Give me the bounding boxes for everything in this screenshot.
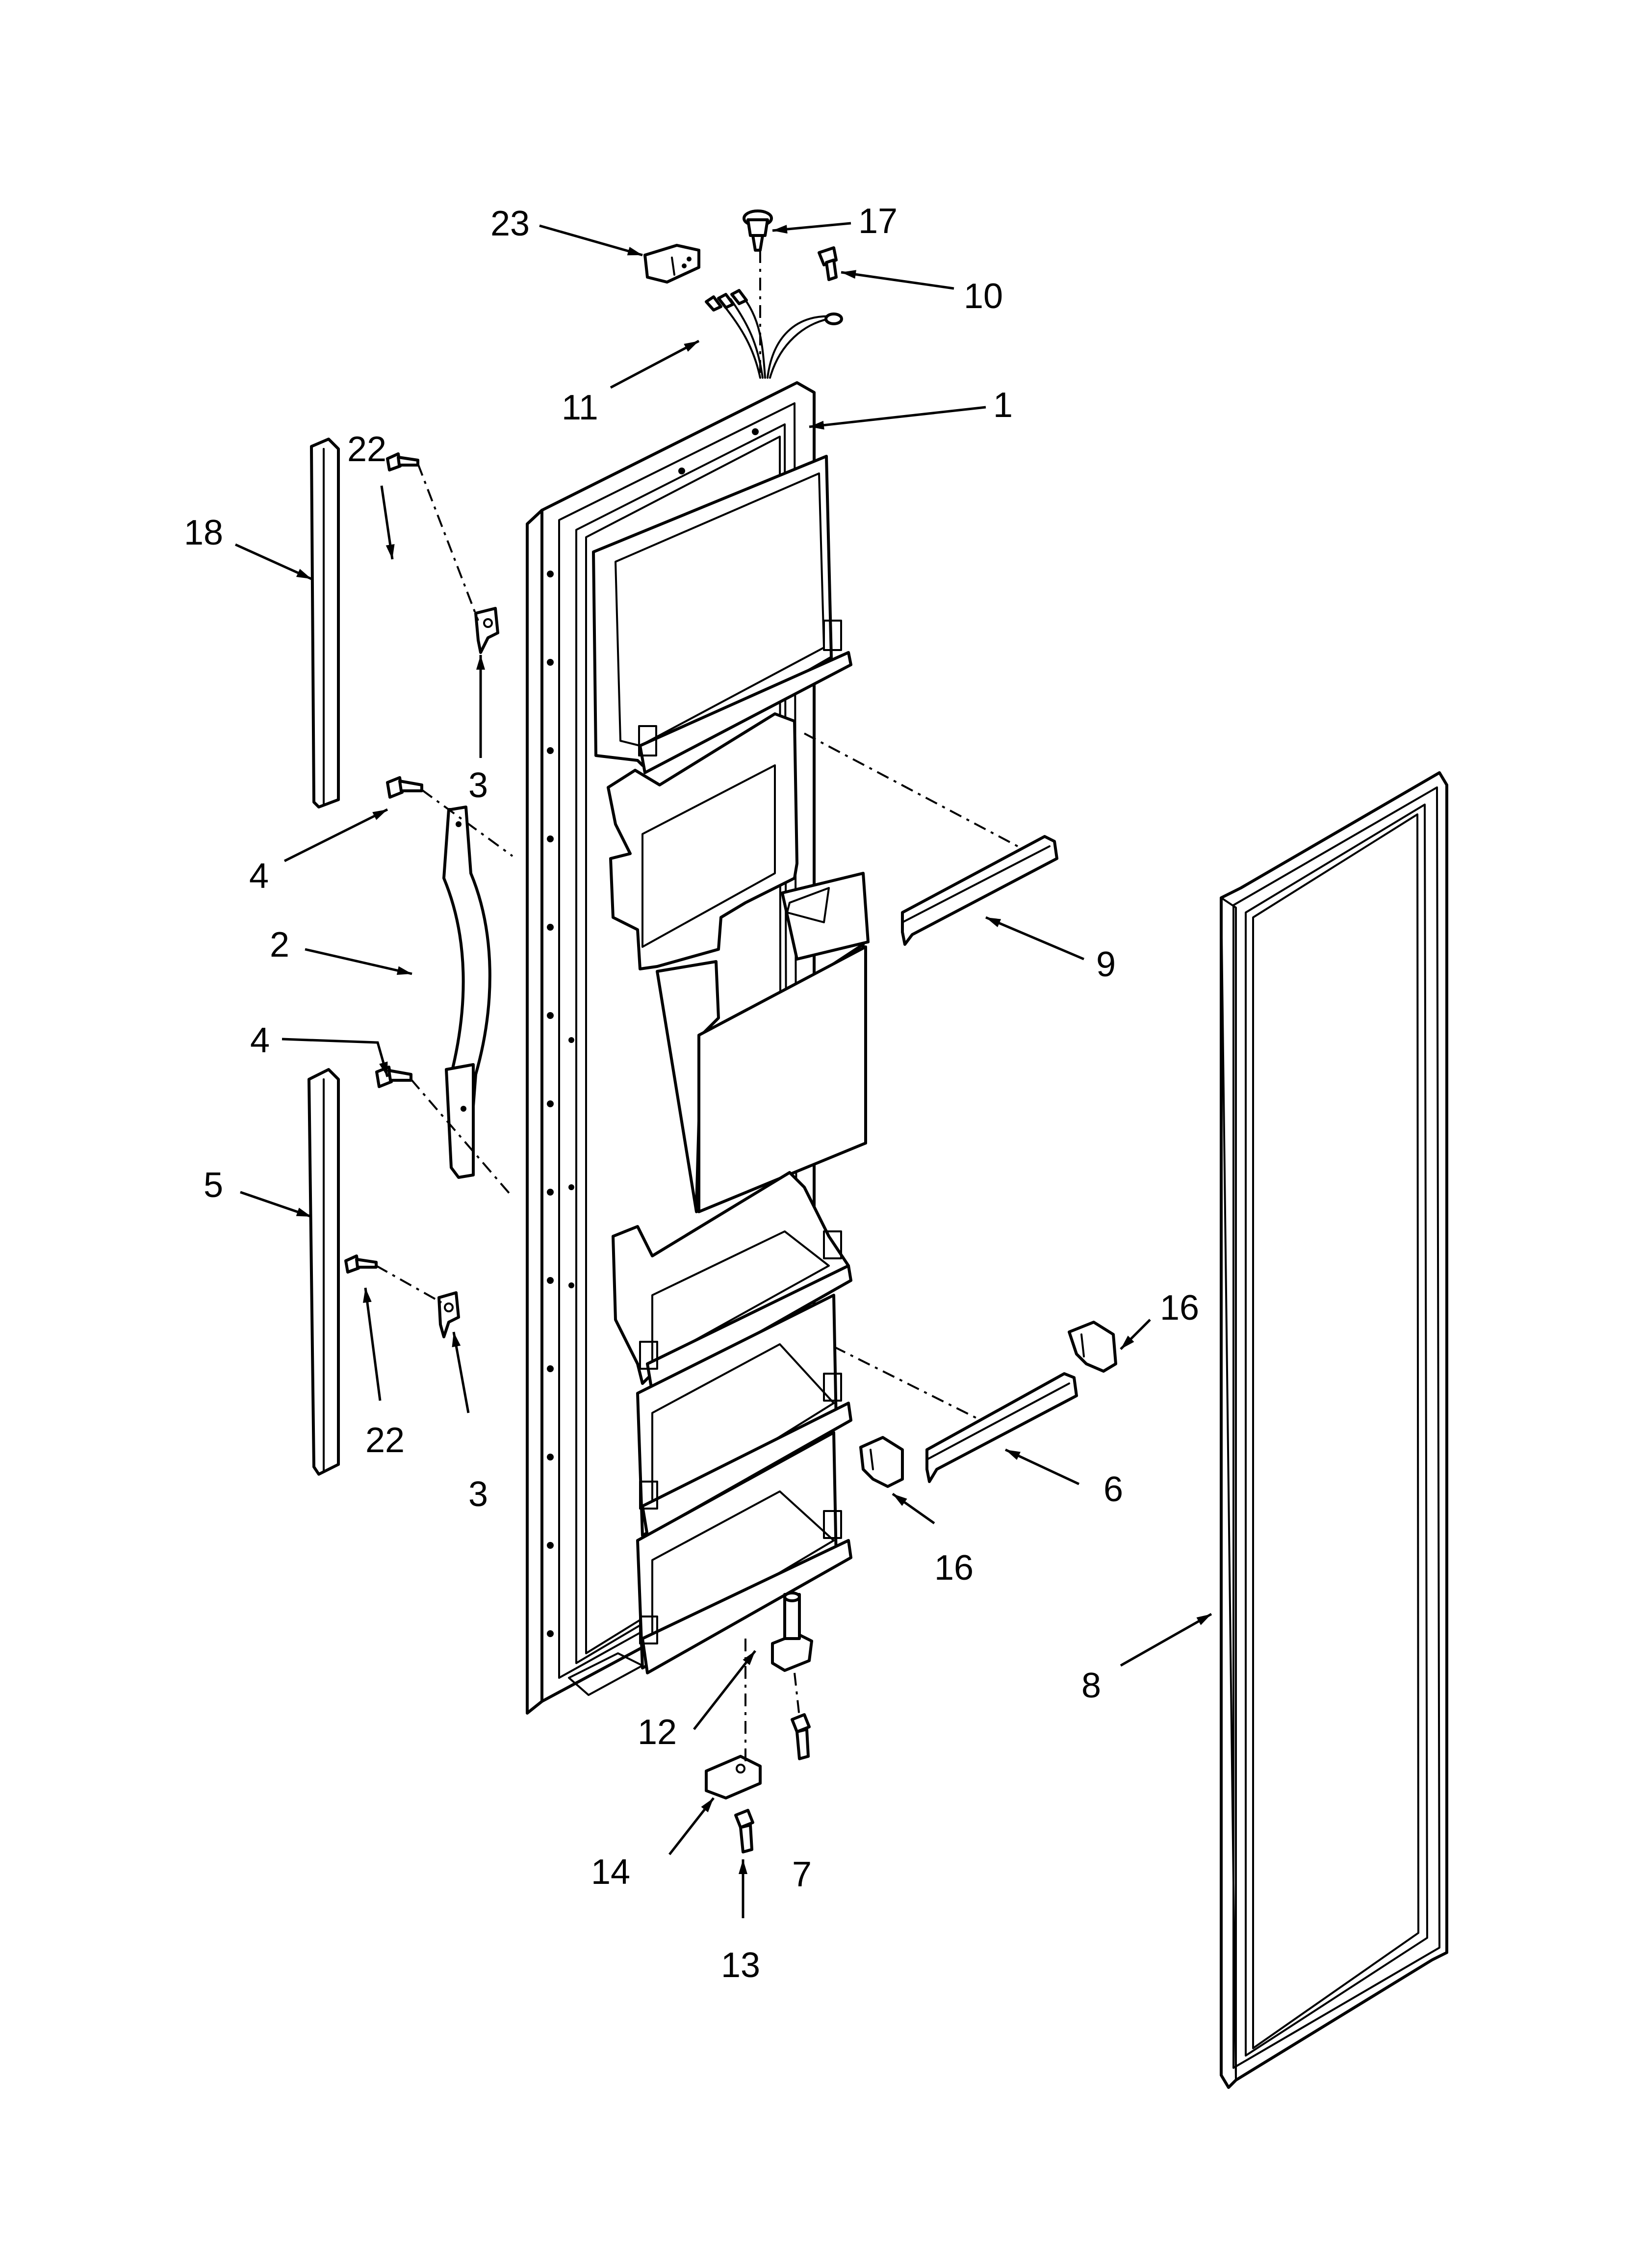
light-bulb-17	[743, 209, 773, 252]
screw-10	[818, 246, 838, 281]
callout-1: 1	[993, 386, 1013, 425]
lower-door-bin	[636, 1294, 852, 1537]
hinge-bracket-14	[705, 1755, 762, 1799]
callout-9: 9	[1096, 945, 1116, 984]
wire-connector-23	[643, 244, 700, 284]
freezer-door-panel	[526, 381, 870, 1715]
callout-22-upper: 22	[347, 430, 386, 469]
rail-end-cap-lower	[859, 1436, 904, 1488]
upper-trim-strip	[310, 438, 340, 808]
upper-door-bin	[592, 455, 852, 774]
door-mounting-holes	[547, 428, 759, 1637]
handle-screw-lower	[375, 1066, 412, 1088]
handle-screw-upper	[386, 776, 423, 799]
callout-17: 17	[858, 202, 898, 241]
door-handle	[442, 806, 491, 1179]
trim-clip-lower	[437, 1291, 460, 1338]
callout-5: 5	[204, 1166, 223, 1205]
callout-labels: 1 2 3 3 4 4 5 6 7 8 9 10 11 12 13 14 16 …	[184, 202, 1199, 1985]
hinge-screw-7	[791, 1713, 811, 1760]
callout-2: 2	[270, 925, 289, 965]
rail-end-cap-upper	[1068, 1321, 1117, 1373]
shelf-rail-9	[901, 835, 1058, 946]
callout-3-lower: 3	[468, 1475, 488, 1514]
dispenser-housing	[607, 712, 870, 1213]
bottom-door-bin	[636, 1431, 852, 1674]
callout-16-upper: 16	[1160, 1288, 1199, 1328]
callout-18: 18	[184, 513, 223, 552]
callout-7: 7	[792, 1855, 812, 1894]
callout-8: 8	[1081, 1666, 1101, 1705]
lower-trim-strip	[308, 1068, 340, 1476]
hinge-pin-12	[771, 1591, 813, 1672]
callout-4-upper: 4	[249, 857, 269, 896]
callout-12: 12	[638, 1713, 677, 1752]
callout-4-lower: 4	[250, 1021, 270, 1060]
trim-screw-lower	[344, 1254, 378, 1274]
hinge-screw-13	[734, 1809, 754, 1853]
callout-16-lower: 16	[934, 1548, 974, 1588]
callout-22-lower: 22	[365, 1421, 405, 1460]
callout-10: 10	[964, 277, 1003, 316]
callout-3-upper: 3	[468, 766, 488, 805]
callout-14: 14	[591, 1852, 630, 1892]
callout-13: 13	[721, 1946, 760, 1985]
leader-lines	[234, 222, 1212, 1918]
trim-screw-upper	[386, 452, 419, 471]
shelf-rail-6	[925, 1372, 1078, 1483]
trim-clip-upper	[474, 607, 499, 654]
callout-11: 11	[562, 388, 598, 427]
callout-6: 6	[1103, 1470, 1123, 1509]
callout-23: 23	[490, 204, 530, 243]
door-gasket	[1220, 771, 1448, 2089]
wire-harness-11	[705, 289, 843, 379]
